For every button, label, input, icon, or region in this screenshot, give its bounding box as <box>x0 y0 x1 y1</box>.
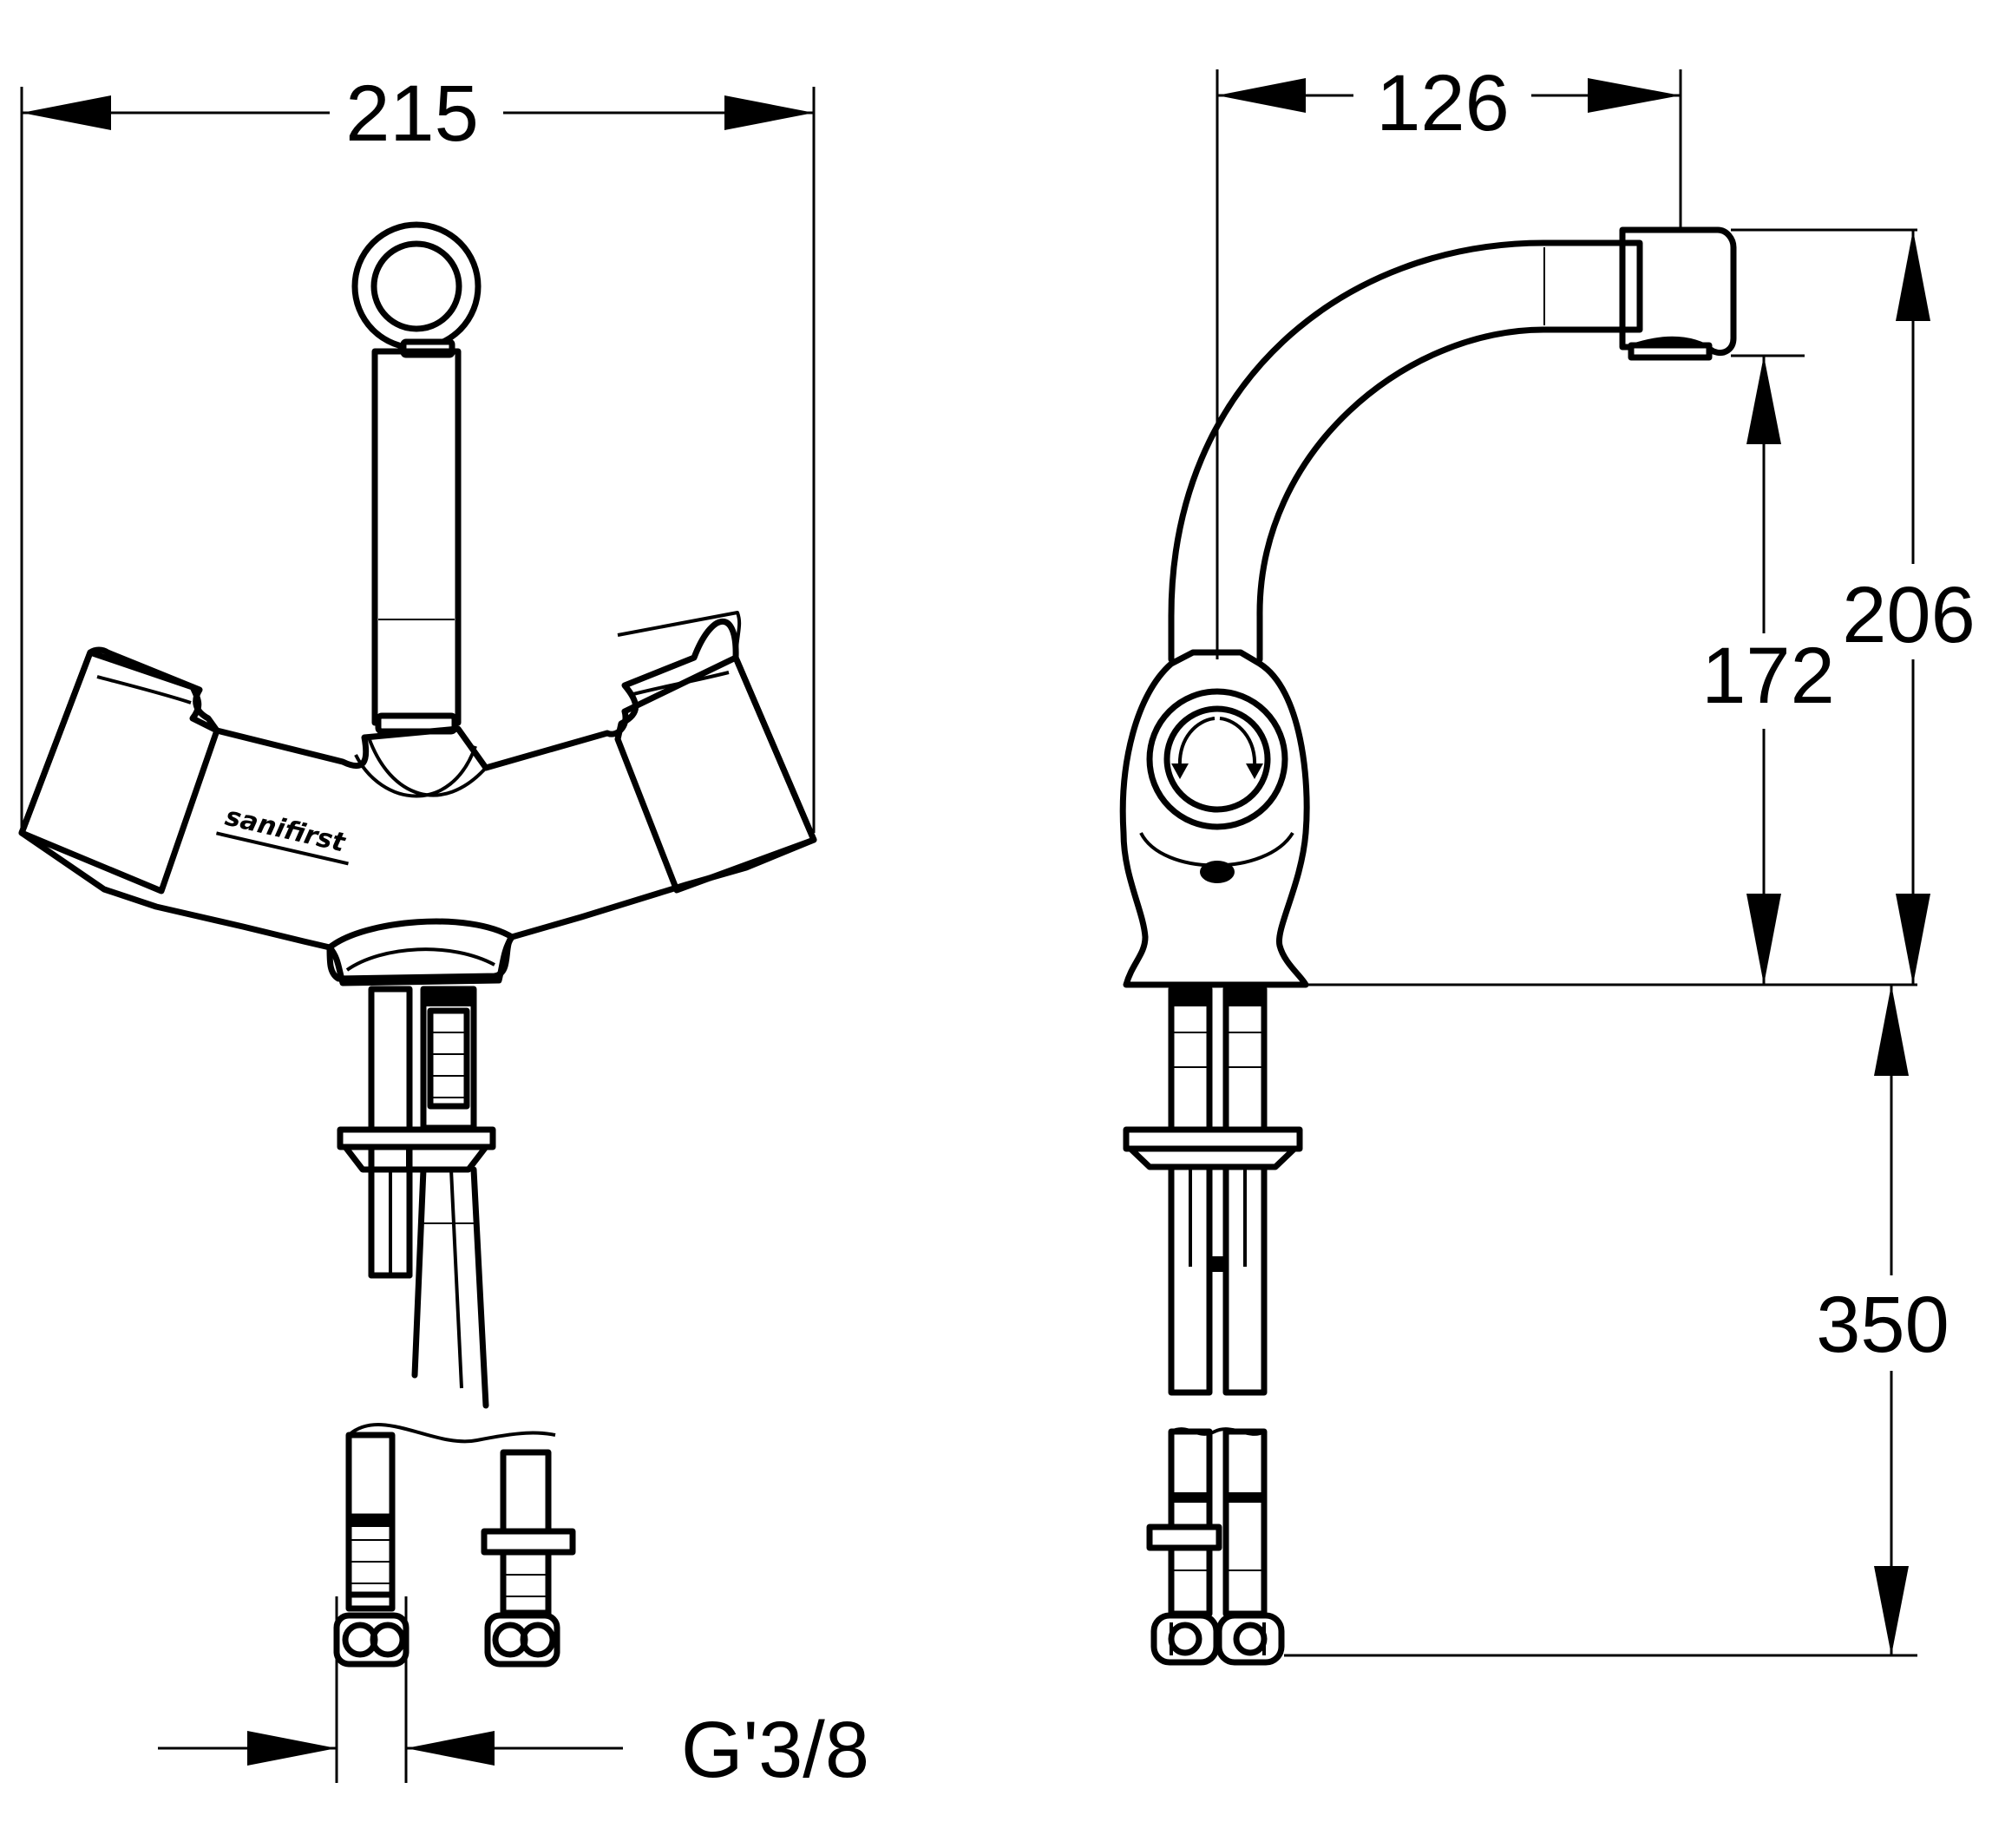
flexible-hose-left <box>411 1166 427 1379</box>
mixer-body <box>18 649 817 982</box>
dimension-overall-width: 215 <box>20 69 816 833</box>
dimension-total-height: 206 <box>1839 230 1976 985</box>
dimension-label-215: 215 <box>345 69 479 158</box>
spout-column <box>371 348 462 726</box>
base-collar <box>326 918 515 986</box>
dimension-spout-reach: 126 <box>1216 59 1682 659</box>
dimension-hose-length: 350 <box>1816 985 1956 1655</box>
dimension-spout-height: 172 <box>1696 356 1835 985</box>
drain-knob <box>1200 861 1235 883</box>
fixing-bracket <box>337 1126 496 1150</box>
front-view: 215 sanifirst <box>18 69 869 1794</box>
dimension-label-thread: G'3/8 <box>681 1706 869 1794</box>
dimension-thread: G'3/8 <box>158 1596 869 1794</box>
dimension-label-126: 126 <box>1376 59 1510 147</box>
side-body <box>1119 649 1310 988</box>
right-lever-handle <box>614 618 817 894</box>
left-lever-handle <box>18 646 220 895</box>
brand-logo: sanifirst <box>216 802 349 866</box>
side-view: 126 206 172 350 <box>1119 59 1976 1666</box>
dimension-label-172: 172 <box>1701 632 1835 720</box>
dimension-label-206: 206 <box>1842 571 1976 659</box>
side-fixing-bracket <box>1123 1126 1303 1152</box>
curved-spout <box>1168 239 1643 663</box>
spout-head <box>1619 226 1737 356</box>
dimension-label-350: 350 <box>1816 1281 1949 1369</box>
